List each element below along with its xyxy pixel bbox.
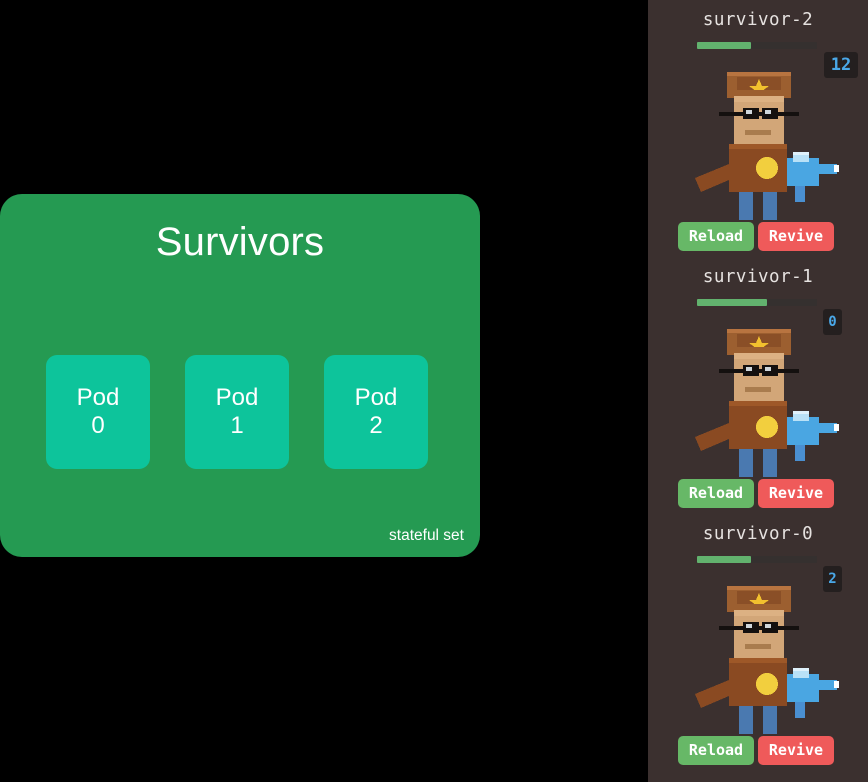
- pod-index: 0: [91, 412, 105, 439]
- ammo-badge: 0: [823, 309, 842, 335]
- diagram-canvas: Survivors Pod 0 Pod 1 Pod 2 stateful set: [0, 194, 480, 557]
- statefulset-panel[interactable]: Survivors Pod 0 Pod 1 Pod 2 stateful set: [0, 194, 480, 557]
- health-bar-fill: [697, 42, 751, 49]
- health-bar-fill: [697, 299, 767, 306]
- pod-box[interactable]: Pod 1: [185, 355, 289, 469]
- pod-label: Pod: [215, 384, 259, 411]
- reload-button[interactable]: Reload: [678, 736, 754, 765]
- survivor-name-label: survivor-0: [702, 524, 814, 544]
- survivor-name-label: survivor-2: [702, 10, 814, 30]
- pod-label: Pod: [76, 384, 120, 411]
- pod-label: Pod: [354, 384, 398, 411]
- revive-button[interactable]: Revive: [758, 736, 834, 765]
- resource-kind-label: stateful set: [389, 527, 464, 544]
- health-bar-track: [697, 42, 817, 49]
- survivor-sprite: [679, 60, 839, 220]
- pod-list: Pod 0 Pod 1 Pod 2: [46, 355, 428, 469]
- ammo-badge: 12: [824, 52, 858, 78]
- survivor-sprite: [679, 317, 839, 477]
- ammo-badge: 2: [823, 566, 842, 592]
- survivor-sprite: [679, 574, 839, 734]
- pod-box[interactable]: Pod 0: [46, 355, 150, 469]
- health-bar-fill: [697, 556, 751, 563]
- survivor-action-row: Reload Revive: [678, 222, 834, 251]
- survivor-card[interactable]: survivor-0 2: [648, 514, 868, 771]
- health-bar-track: [697, 299, 817, 306]
- survivor-hud-sidebar: survivor-2 12: [648, 0, 868, 782]
- reload-button[interactable]: Reload: [678, 479, 754, 508]
- pod-box[interactable]: Pod 2: [324, 355, 428, 469]
- survivor-card[interactable]: survivor-1 0: [648, 257, 868, 514]
- page-title: Survivors: [155, 220, 325, 264]
- survivor-name-label: survivor-1: [702, 267, 814, 287]
- survivor-action-row: Reload Revive: [678, 479, 834, 508]
- revive-button[interactable]: Revive: [758, 222, 834, 251]
- pod-index: 2: [369, 412, 383, 439]
- pod-index: 1: [230, 412, 244, 439]
- survivor-action-row: Reload Revive: [678, 736, 834, 765]
- health-bar-track: [697, 556, 817, 563]
- survivor-card[interactable]: survivor-2 12: [648, 0, 868, 257]
- revive-button[interactable]: Revive: [758, 479, 834, 508]
- reload-button[interactable]: Reload: [678, 222, 754, 251]
